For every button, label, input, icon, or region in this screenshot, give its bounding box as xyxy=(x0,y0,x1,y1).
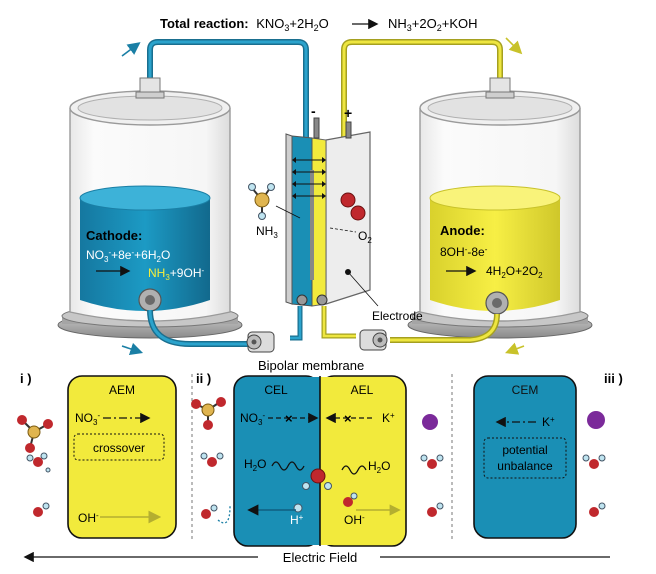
o2-molecule-icon xyxy=(340,192,366,221)
nitrate-molecule-icon xyxy=(17,415,53,453)
svg-text:8OH--8e-: 8OH--8e- xyxy=(440,245,488,259)
bpm-k-label: K+ xyxy=(382,411,395,425)
svg-text:Cathode:: Cathode: xyxy=(86,228,142,243)
total-reaction: Total reaction: KNO3+2H2O NH3+2O2+KOH xyxy=(160,16,478,33)
bpm-h-label: H+ xyxy=(290,513,304,527)
water-dissociation-right-wave xyxy=(341,465,367,475)
svg-text:4H2O+2O2: 4H2O+2O2 xyxy=(486,264,543,280)
svg-text:Anode:: Anode: xyxy=(440,223,485,238)
electrolyzer-cell: - + xyxy=(285,103,379,307)
positive-terminal-label: + xyxy=(344,105,352,121)
hydroxide-molecule-icon xyxy=(33,502,50,517)
o2-label: O2 xyxy=(358,229,372,245)
water-molecule-icon xyxy=(26,452,51,473)
panel-i-marker: i ) xyxy=(20,371,32,386)
potential-label: potential xyxy=(502,443,547,457)
cem-k-label: K+ xyxy=(542,415,555,429)
bipolar-membrane-label: Bipolar membrane xyxy=(258,358,364,373)
electric-field-label: Electric Field xyxy=(283,550,357,565)
svg-text:CEL: CEL xyxy=(264,383,288,397)
yellow-pump-icon xyxy=(359,329,388,351)
cathode-jar xyxy=(57,77,243,339)
nh3-label: NH3 xyxy=(256,224,278,240)
cem-panel xyxy=(473,375,577,539)
potassium-ion-icon xyxy=(422,414,438,430)
panel-ii-marker: ii ) xyxy=(196,371,211,386)
yellow-tube-bottom xyxy=(390,313,499,342)
bpm-no3-label: NO3- xyxy=(240,411,265,427)
unbalance-label: unbalance xyxy=(497,459,553,473)
svg-text:NO3-+8e-+6H2O: NO3-+8e-+6H2O xyxy=(86,248,170,264)
svg-text:AEL: AEL xyxy=(351,383,374,397)
aem-no3-label: NO3- xyxy=(75,411,100,427)
electrode-label: Electrode xyxy=(372,309,423,323)
water-molecule-icon-3 xyxy=(420,454,444,469)
svg-text:CEM: CEM xyxy=(512,383,539,397)
blue-flow-arrow-top xyxy=(121,42,141,57)
negative-terminal-label: - xyxy=(311,103,316,119)
svg-text:×: × xyxy=(285,411,293,426)
svg-text:NH3+9OH-: NH3+9OH- xyxy=(148,266,204,282)
water-molecule-icon-4 xyxy=(582,454,606,469)
hydroxide-molecule-icon-3 xyxy=(427,502,444,517)
yellow-flow-arrow-top xyxy=(505,37,523,55)
aem-oh-label: OH- xyxy=(78,511,99,525)
hydroxide-molecule-icon-4 xyxy=(589,502,606,517)
anode-jar xyxy=(407,77,593,339)
blue-tube-bottom xyxy=(148,309,270,346)
potassium-ion-icon-2 xyxy=(587,411,605,429)
nh3-molecule-icon xyxy=(248,183,275,220)
bpm-oh-label: OH- xyxy=(344,513,365,527)
svg-text:×: × xyxy=(344,411,352,426)
anode-reaction: Anode: 8OH--8e- 4H2O+2O2 xyxy=(440,223,543,280)
panel-iii-marker: iii ) xyxy=(604,371,623,386)
blue-pump-icon xyxy=(246,331,275,353)
water-dissociation-left-wave xyxy=(271,461,305,471)
split-water-molecule-icon xyxy=(302,468,332,490)
water-molecule-icon-2 xyxy=(200,452,224,467)
cathode-reaction: Cathode: NO3-+8e-+6H2O NH3+9OH- xyxy=(86,228,204,282)
hydroxide-molecule-icon-2 xyxy=(201,504,218,519)
nitrate-molecule-icon-2 xyxy=(191,397,226,430)
bpm-h2o-right-label: H2O xyxy=(368,459,390,475)
bpm-h2o-left-label: H2O xyxy=(244,457,266,473)
svg-text:AEM: AEM xyxy=(109,383,135,397)
svg-text:Total reaction: KNO3+2H2: Total reaction: KNO3+2H2O xyxy=(160,16,329,33)
crossover-label: crossover xyxy=(93,441,145,455)
svg-text:NH3+2O2+KOH: NH3+2O2+KOH xyxy=(388,16,478,33)
